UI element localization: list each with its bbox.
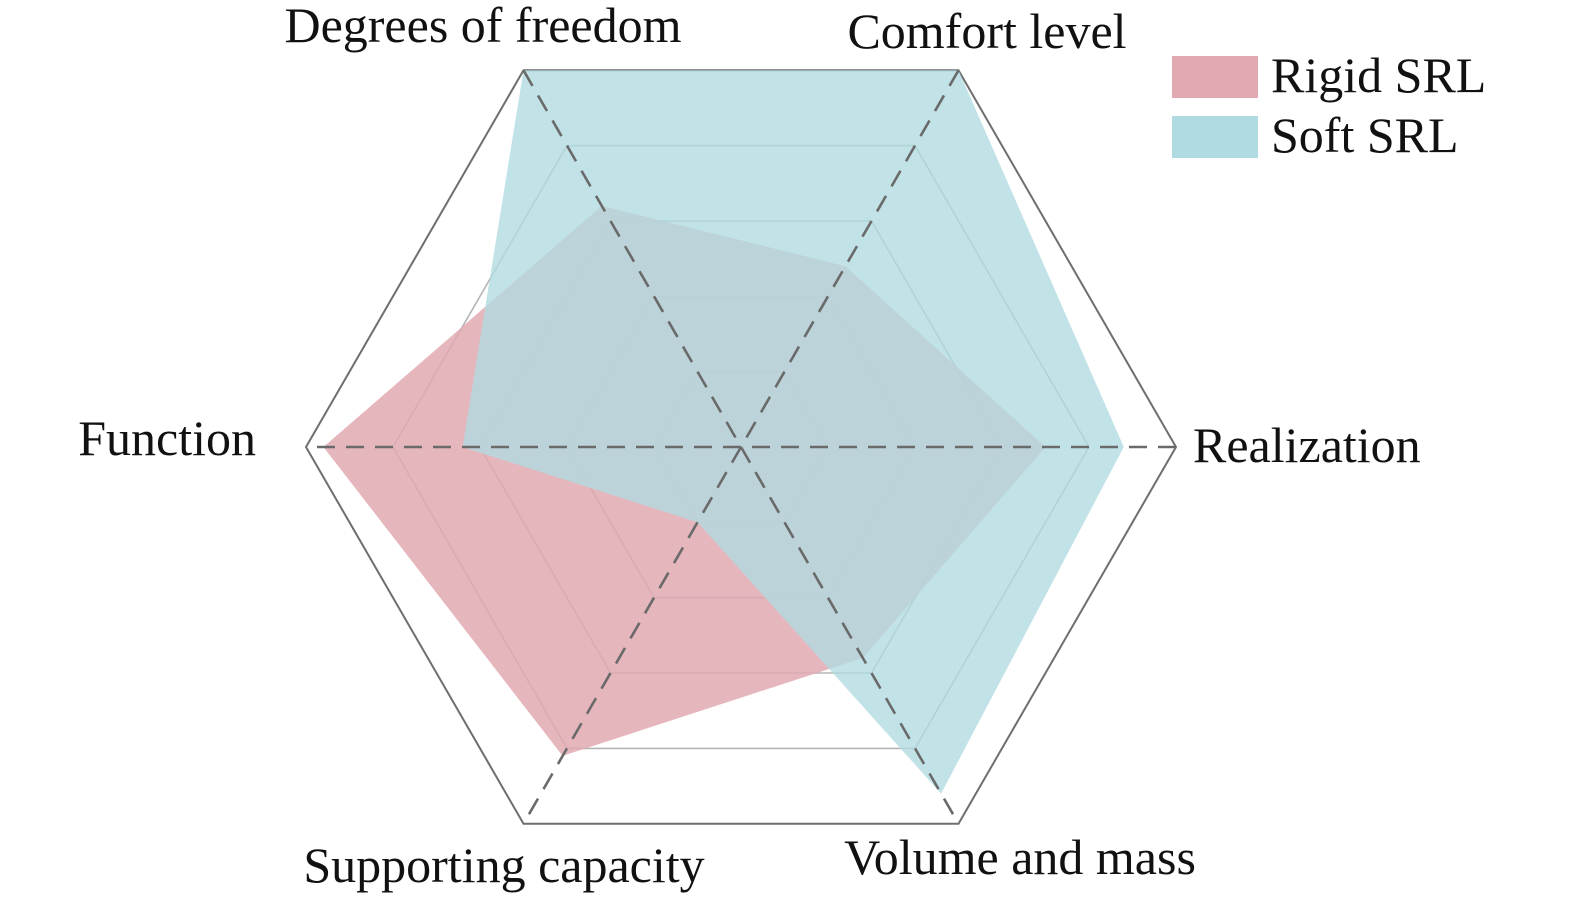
axis-label-supporting-capacity: Supporting capacity	[303, 837, 704, 893]
axis-label-degrees-of-freedom: Degrees of freedom	[284, 0, 681, 53]
legend-label-rigid-srl: Rigid SRL	[1271, 47, 1486, 103]
axis-label-function: Function	[78, 410, 256, 466]
radar-spokes	[306, 69, 1176, 825]
axis-label-realization: Realization	[1193, 417, 1421, 473]
axis-label-volume-and-mass: Volume and mass	[844, 829, 1196, 885]
axis-labels: Realization Comfort level Degrees of freed…	[78, 0, 1420, 893]
legend-swatch-soft-srl	[1172, 116, 1258, 158]
axis-label-comfort-level: Comfort level	[847, 3, 1126, 59]
legend-label-soft-srl: Soft SRL	[1271, 107, 1459, 163]
legend-swatch-rigid-srl	[1172, 56, 1258, 98]
